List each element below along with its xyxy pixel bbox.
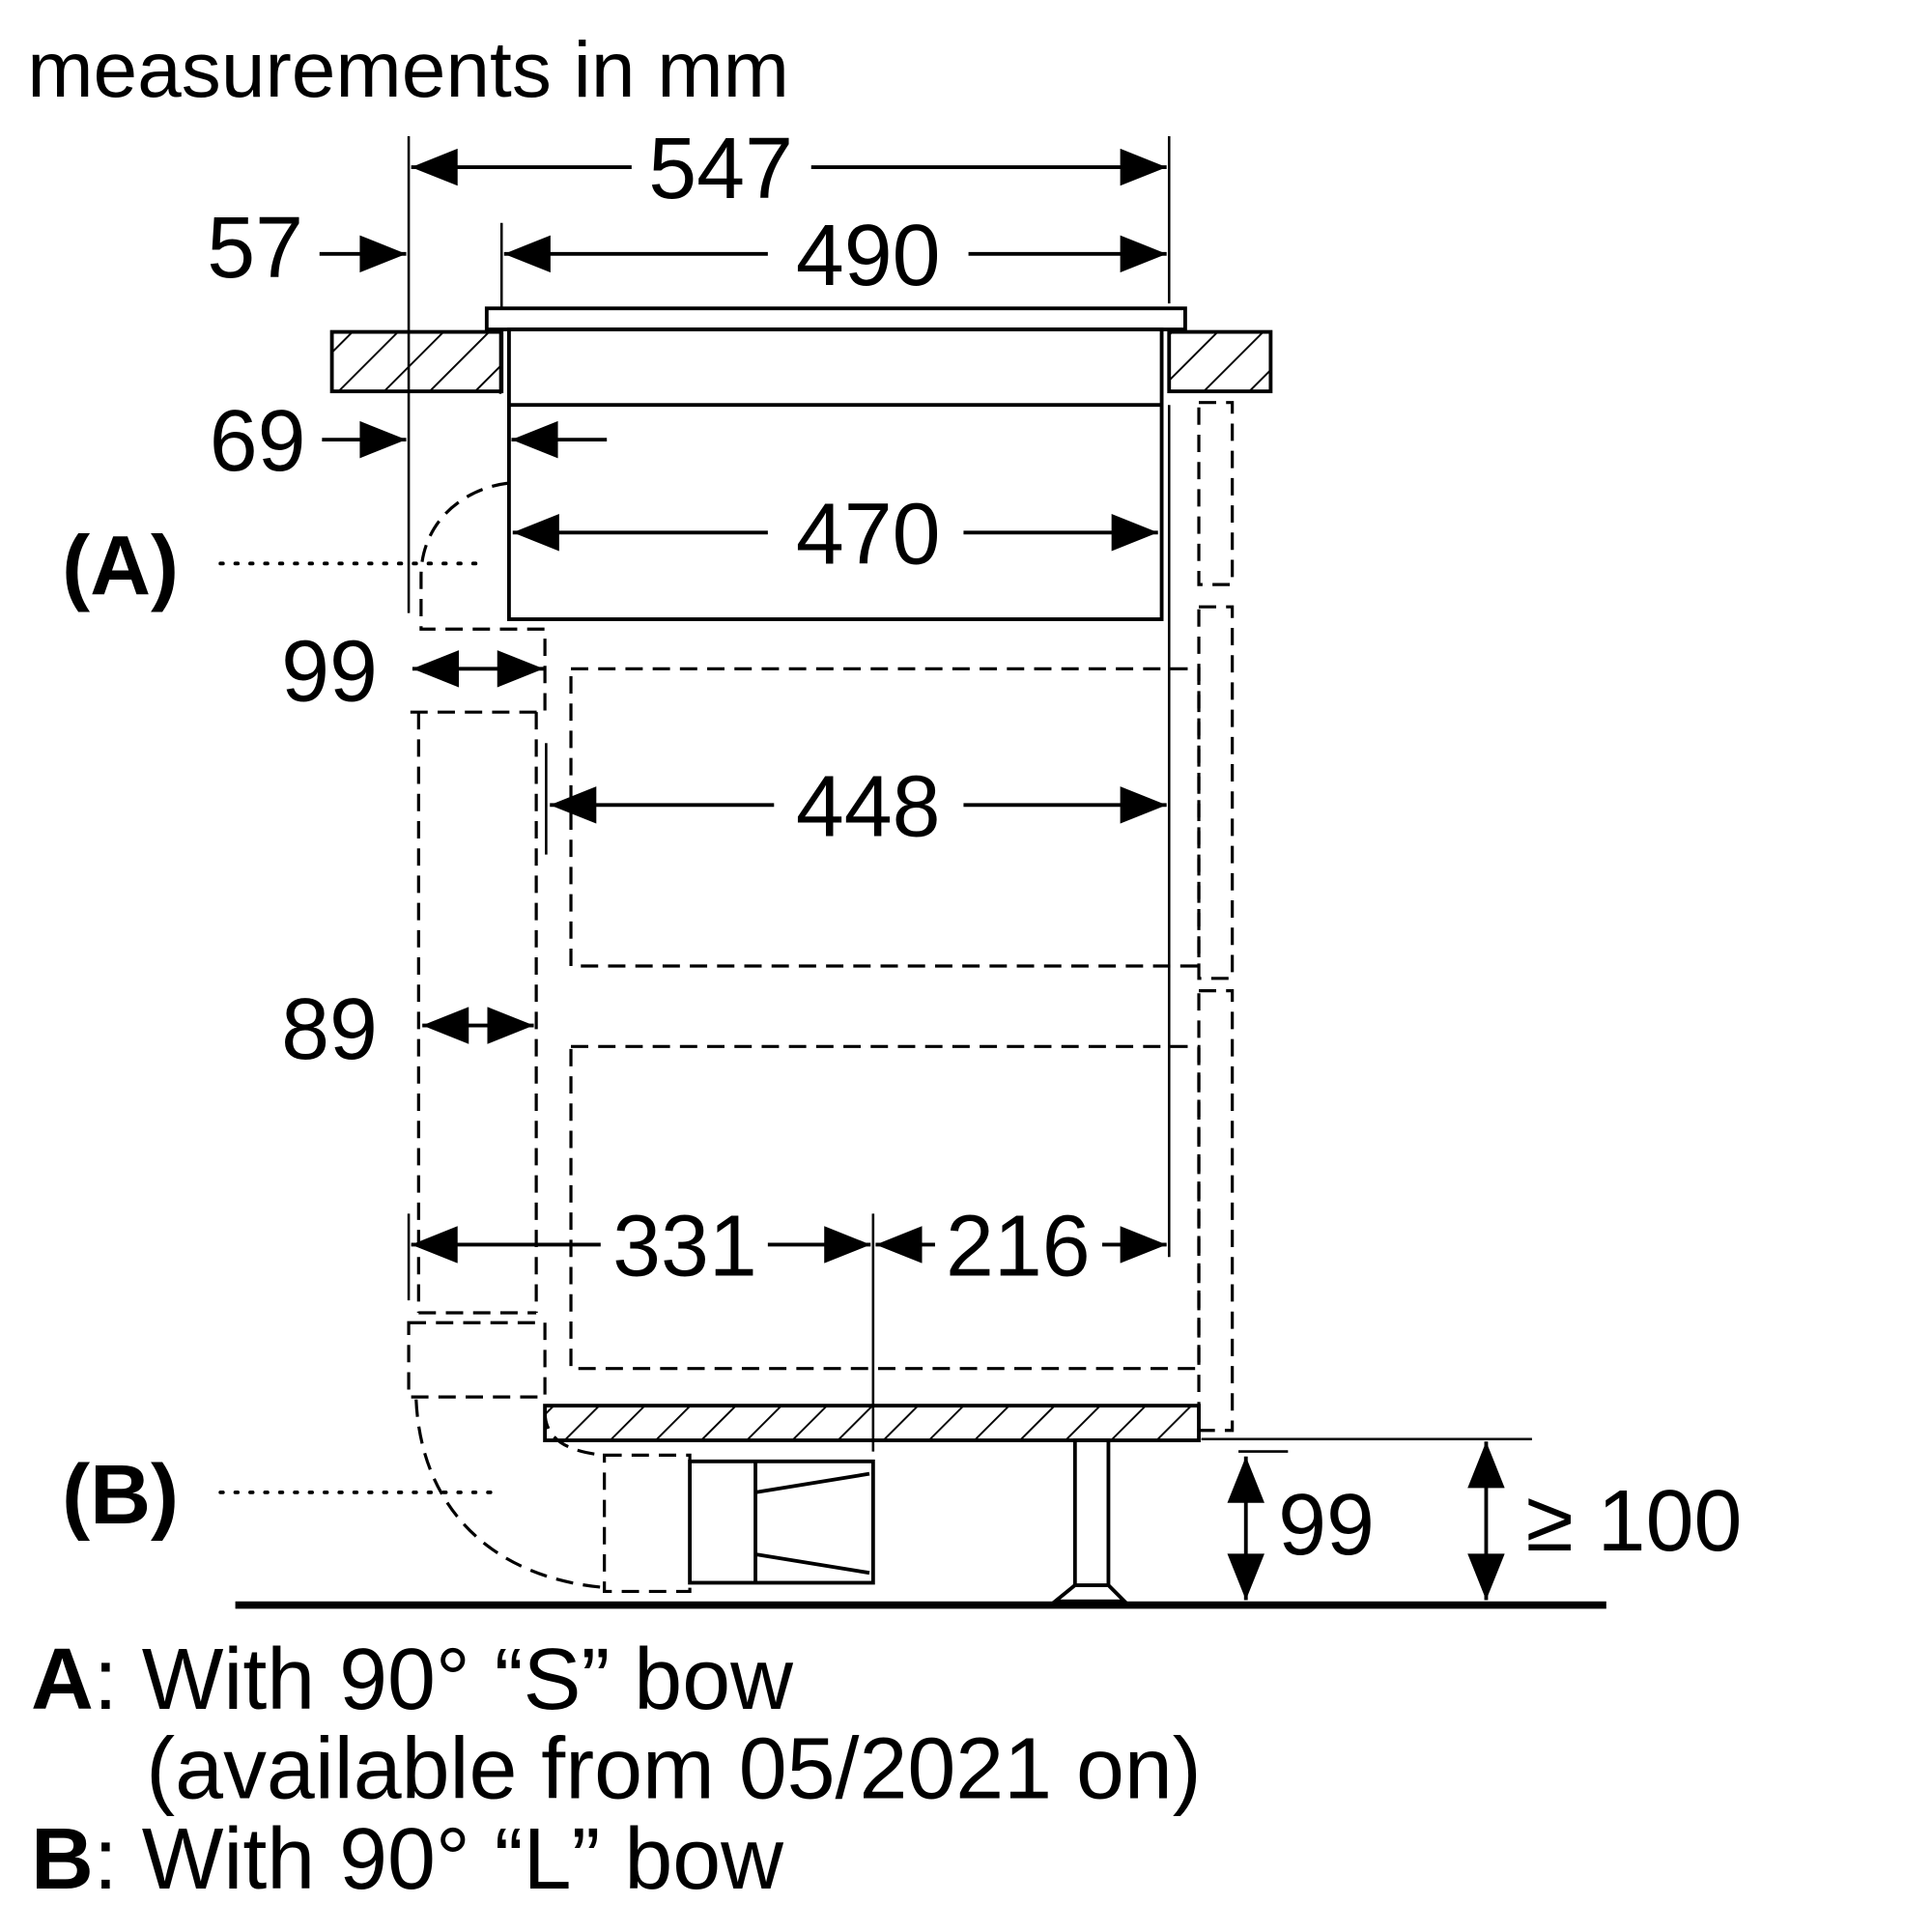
callout-a: (A): [62, 519, 479, 612]
svg-text:89: 89: [281, 981, 378, 1078]
svg-text:≥ 100: ≥ 100: [1525, 1473, 1742, 1570]
dimension-547: 547: [411, 121, 1167, 217]
svg-text:331: 331: [612, 1199, 757, 1295]
dimension-57: 57: [207, 200, 407, 297]
callout-b: (B): [62, 1448, 504, 1542]
duct-l-bow: [407, 1321, 875, 1594]
svg-text:(B): (B): [62, 1448, 179, 1542]
dimension-470: 470: [512, 486, 1158, 582]
dimension-216: 216: [875, 1199, 1167, 1295]
svg-text:216: 216: [946, 1199, 1091, 1295]
worktop: [329, 329, 1273, 394]
cabinet-foot: [1049, 1438, 1129, 1604]
svg-text:547: 547: [648, 121, 793, 217]
dimension-min-100: ≥ 100: [1467, 1441, 1742, 1601]
legend-b: B: With 90° “L” bow: [31, 1811, 784, 1908]
dimension-448: 448: [550, 758, 1167, 855]
plinth-board: [543, 1404, 1201, 1442]
dimension-490: 490: [503, 208, 1167, 304]
diagram-title: measurements in mm: [27, 26, 789, 114]
legend: A: With 90° “S” bow (available from 05/2…: [31, 1632, 1202, 1908]
dimension-69: 69: [210, 393, 608, 490]
dimension-99-duct: 99: [281, 624, 544, 721]
dimension-331: 331: [411, 1199, 871, 1295]
svg-text:69: 69: [210, 393, 306, 490]
svg-text:470: 470: [796, 486, 941, 582]
legend-a-note: (available from 05/2021 on): [146, 1721, 1201, 1818]
svg-text:490: 490: [796, 208, 941, 304]
svg-text:99: 99: [1278, 1477, 1375, 1574]
svg-text:(A): (A): [62, 519, 179, 612]
duct-s-bow: [409, 481, 547, 1315]
dimension-89: 89: [281, 981, 534, 1078]
hob-appliance: [484, 306, 1187, 621]
svg-text:57: 57: [207, 200, 303, 297]
extension-lines: [407, 136, 1532, 1453]
svg-text:448: 448: [796, 758, 941, 855]
legend-a: A: With 90° “S” bow: [31, 1632, 794, 1728]
svg-text:99: 99: [281, 624, 378, 721]
dimension-99-plinth: 99: [1227, 1456, 1375, 1601]
